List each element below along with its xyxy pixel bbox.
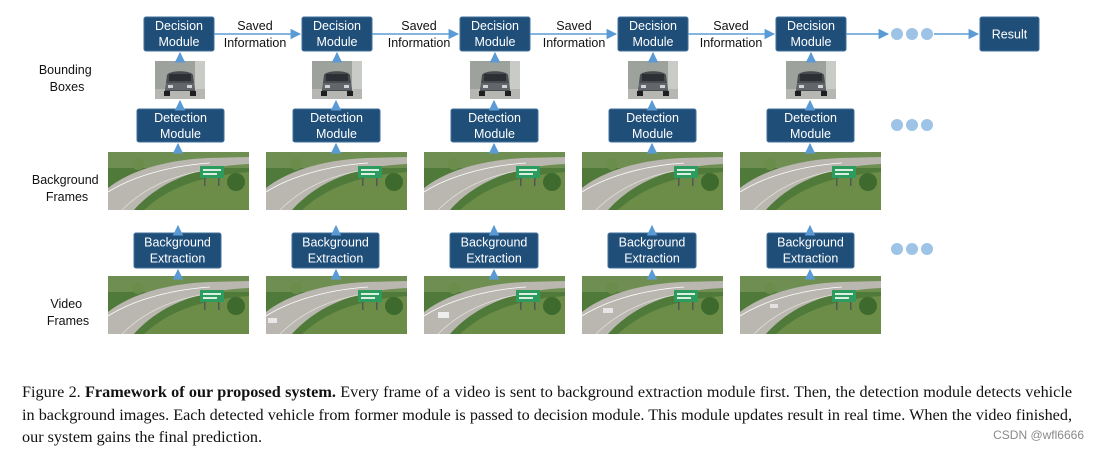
row-label-bounding-line1: Bounding — [39, 63, 92, 77]
video-frame — [107, 275, 250, 335]
row-label-background-line1: Background — [32, 173, 99, 187]
ellipsis-dots-detection — [891, 119, 933, 131]
result-label: Result — [992, 28, 1028, 42]
video-frame — [581, 275, 724, 335]
result-box: Result — [979, 16, 1040, 52]
video-frame — [739, 275, 882, 335]
vehicle-marker — [603, 308, 613, 313]
ellipsis-dots-top — [891, 28, 933, 40]
video-frame — [265, 275, 408, 335]
row-label-background-line2: Frames — [46, 190, 88, 204]
background-frame — [265, 151, 408, 211]
caption-body: Every frame of a video is sent to backgr… — [22, 383, 1073, 446]
vehicle-marker — [770, 304, 778, 308]
vehicle-marker — [268, 318, 277, 323]
watermark: CSDN @wfl6666 — [993, 428, 1084, 442]
row-label-video-line1: Video — [50, 297, 82, 311]
caption-title: Framework of our proposed system. — [85, 383, 336, 401]
row-label-bounding-line2: Boxes — [50, 80, 85, 94]
ellipsis-dots-extraction — [891, 243, 933, 255]
background-frame — [107, 151, 250, 211]
framework-diagram: Bounding Boxes Background Frames Video F… — [32, 16, 1040, 335]
row-label-video-frames: Video Frames — [47, 297, 89, 328]
figure-label: Figure 2. — [22, 383, 81, 401]
row-label-bounding-boxes: Bounding Boxes — [39, 63, 95, 94]
row-label-video-line2: Frames — [47, 314, 89, 328]
background-frame — [739, 151, 882, 211]
vehicle-marker — [438, 312, 449, 318]
row-label-background-frames: Background Frames — [32, 173, 102, 204]
video-frame — [423, 275, 566, 335]
bounding-box-crop — [628, 61, 678, 99]
figure-caption: Figure 2. Framework of our proposed syst… — [22, 381, 1072, 449]
background-frame — [423, 151, 566, 211]
bounding-box-crop — [155, 61, 205, 99]
bounding-box-crop — [312, 61, 362, 99]
bounding-box-crop — [470, 61, 520, 99]
bounding-box-crop — [786, 61, 836, 99]
background-frame — [581, 151, 724, 211]
